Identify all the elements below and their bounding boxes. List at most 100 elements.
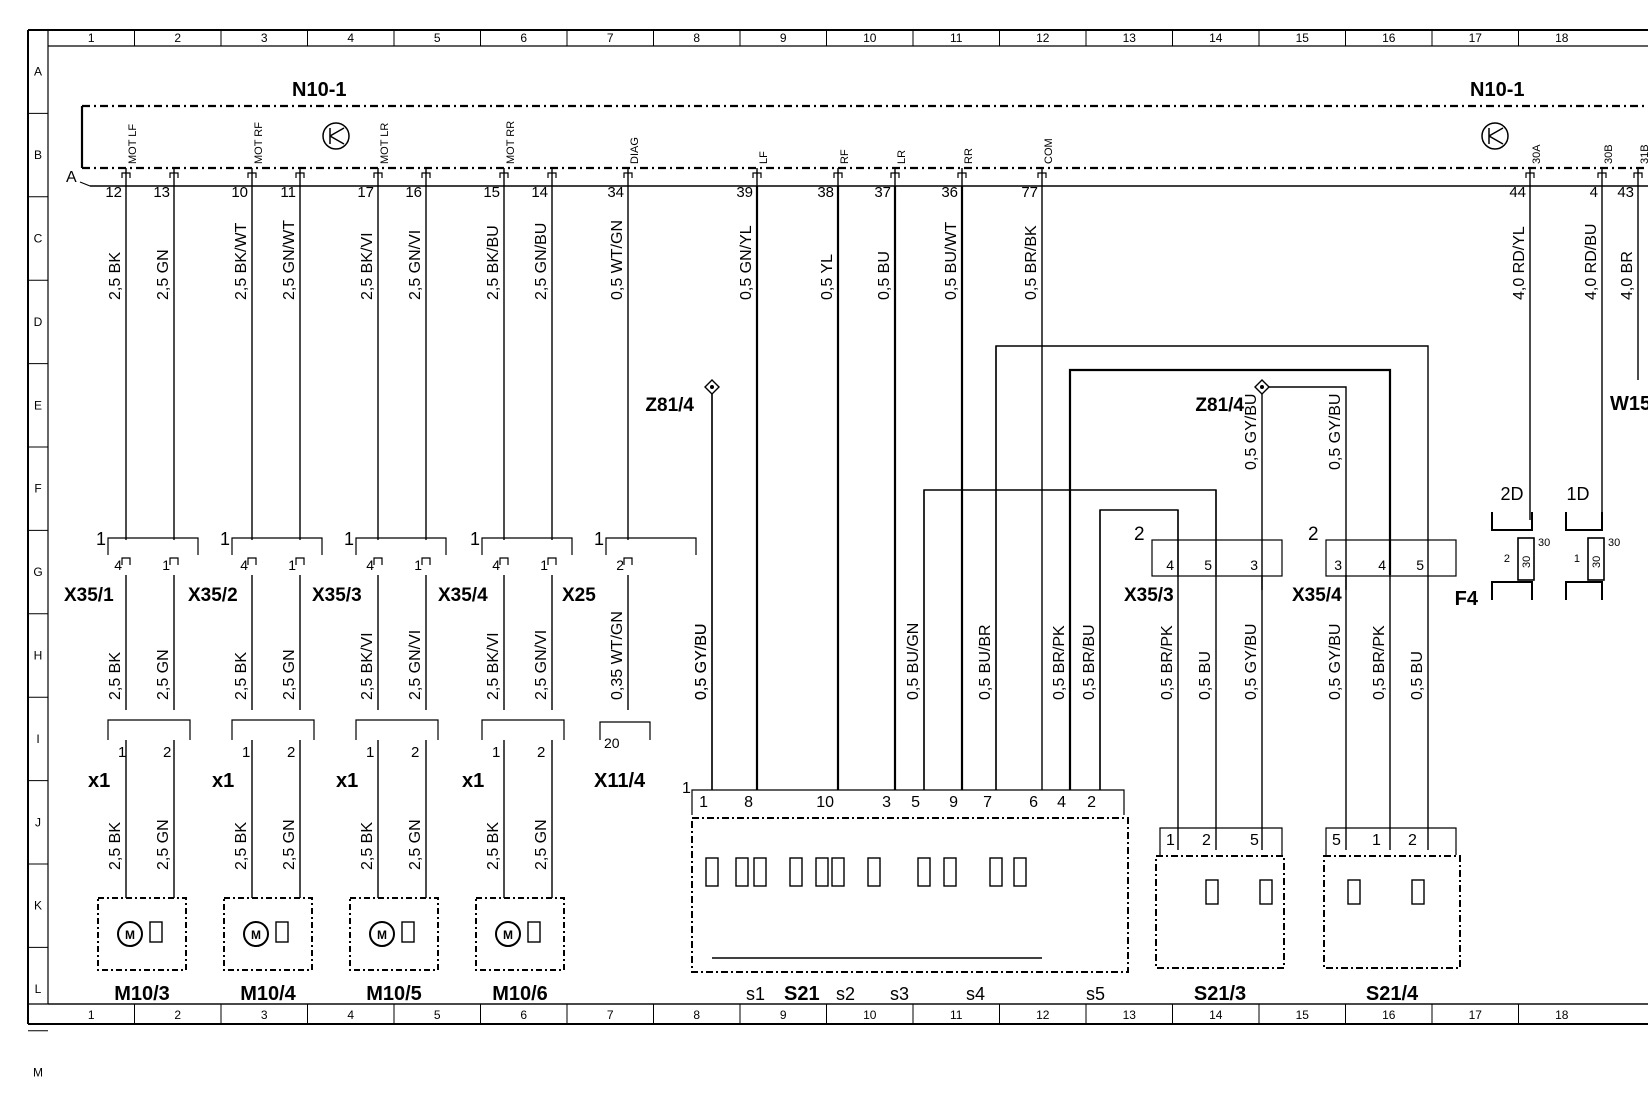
column-label: 9 bbox=[780, 1008, 787, 1022]
connector-pin-number: 5 bbox=[1250, 832, 1259, 849]
resistor-icon bbox=[917, 857, 931, 887]
wire-label: 4,0 RD/BU bbox=[1583, 224, 1600, 300]
connector-label: X35/3 bbox=[1124, 585, 1174, 606]
resistor-icon bbox=[789, 857, 803, 887]
connector-pin-number: 4 bbox=[492, 557, 500, 573]
pin-terminal bbox=[547, 172, 557, 178]
column-label: 16 bbox=[1382, 1008, 1396, 1022]
wire-label: 0,5 GY/BU bbox=[1327, 394, 1344, 470]
connector-pin-number: 1 bbox=[162, 557, 170, 573]
connector-pin-number: 1 bbox=[682, 780, 691, 797]
column-label: 11 bbox=[950, 31, 963, 45]
sensor-icon bbox=[527, 921, 541, 943]
wire-label: 2,5 GN/WT bbox=[281, 220, 298, 300]
motor-symbol: M bbox=[377, 928, 387, 942]
connector-pin-number: 2 bbox=[1308, 524, 1319, 545]
wire-label: 0,5 GY/BU bbox=[1243, 394, 1260, 470]
module-n10-1 bbox=[80, 104, 1648, 170]
module-pin-number: 44 bbox=[1509, 184, 1526, 201]
module-pin-function: LR bbox=[896, 150, 908, 164]
connector-pin-number: 1 bbox=[220, 529, 230, 549]
pin-terminal bbox=[295, 172, 305, 178]
connector-housing bbox=[481, 719, 565, 740]
pin-terminal bbox=[121, 172, 131, 178]
wire-label: 2,5 GN/VI bbox=[407, 230, 424, 300]
wire-label: 2,5 BK/VI bbox=[485, 632, 502, 700]
module-pin-function: 31B bbox=[1639, 144, 1648, 164]
connector-pin-number: 1 bbox=[242, 744, 250, 761]
pin-terminal bbox=[169, 557, 179, 565]
connector-label: X11/4 bbox=[594, 770, 646, 792]
resistor-icon bbox=[1347, 879, 1361, 905]
motor-housing bbox=[475, 897, 565, 971]
transistor-icon bbox=[1481, 122, 1509, 150]
resistor-icon bbox=[1259, 879, 1273, 905]
sensor-icon bbox=[275, 921, 289, 943]
row-label: L bbox=[35, 982, 42, 996]
wire-label: 0,5 BR/BU bbox=[1081, 624, 1098, 700]
connector-pin-number: 20 bbox=[604, 735, 620, 751]
resistor-icon bbox=[753, 857, 767, 887]
connector-pin-number: 1 bbox=[492, 744, 500, 761]
wire-label: 2,5 GN/VI bbox=[407, 630, 424, 700]
pin-terminal bbox=[373, 557, 383, 565]
connector-label: X35/4 bbox=[1292, 585, 1342, 606]
connector-label: X35/2 bbox=[188, 585, 238, 606]
motor-label: M10/3 bbox=[114, 983, 170, 1005]
pin-terminal bbox=[1037, 172, 1047, 178]
connector-label: X35/1 bbox=[64, 585, 114, 606]
module-pin-number: 17 bbox=[357, 184, 374, 201]
row-label: E bbox=[34, 398, 42, 412]
wire-label: 2,5 GN bbox=[407, 819, 424, 870]
switch-label: s4 bbox=[966, 984, 985, 1004]
wire-path bbox=[1099, 509, 1179, 790]
pin-terminal bbox=[1525, 172, 1535, 178]
wire-label: 2,5 BK bbox=[485, 822, 502, 870]
column-label: 7 bbox=[607, 1008, 614, 1022]
wire-label: 2,5 GN/VI bbox=[533, 630, 550, 700]
connector-housing bbox=[599, 721, 651, 740]
wire-label: 2,5 BK bbox=[107, 652, 124, 700]
connector-pin-number: 2 bbox=[163, 744, 171, 761]
connector-pin-number: 4 bbox=[366, 557, 374, 573]
switch-block-label: S21/4 bbox=[1366, 983, 1419, 1005]
wire-label: 0,5 BR/PK bbox=[1051, 625, 1068, 700]
row-label: I bbox=[36, 732, 39, 746]
fuse-holder bbox=[1491, 512, 1603, 600]
connector-housing bbox=[355, 719, 439, 740]
connector-pin-number: 1 bbox=[118, 744, 126, 761]
connector-housing bbox=[355, 537, 447, 555]
wire-label: 0,5 GY/BU bbox=[1243, 624, 1260, 700]
motor-icon bbox=[117, 921, 143, 947]
connector-pin-number: 2 bbox=[616, 557, 624, 573]
connector-pin-number: 5 bbox=[1416, 557, 1424, 573]
row-label: B bbox=[34, 148, 42, 162]
pin-terminal bbox=[247, 172, 257, 178]
column-labels: 1122334455667788991010111112121313141415… bbox=[88, 30, 1569, 1024]
column-label: 3 bbox=[261, 1008, 268, 1022]
resistor-icon bbox=[735, 857, 749, 887]
ground-label: Z81/4 bbox=[1195, 395, 1244, 416]
wire-label: 0,5 BR/BK bbox=[1023, 225, 1040, 300]
column-label: 15 bbox=[1296, 1008, 1310, 1022]
wire-label: 2,5 GN bbox=[281, 819, 298, 870]
ground-icon bbox=[710, 385, 714, 389]
row-label: J bbox=[35, 815, 41, 829]
pin-terminal bbox=[421, 172, 431, 178]
resistor-icon bbox=[989, 857, 1003, 887]
sensor-icon bbox=[401, 921, 415, 943]
pin-terminal bbox=[247, 557, 257, 565]
motor-housing bbox=[223, 897, 313, 971]
column-label: 12 bbox=[1036, 31, 1050, 45]
switch-block-s21 bbox=[691, 817, 1129, 973]
connector-pin-number: 2 bbox=[411, 744, 419, 761]
ground-wire bbox=[1262, 386, 1347, 590]
ground-label: W15 bbox=[1610, 393, 1648, 415]
motor-symbol: M bbox=[251, 928, 261, 942]
connector-pin-number: 5 bbox=[911, 794, 920, 811]
wire-label: 2,5 GN bbox=[155, 249, 172, 300]
pin-terminal bbox=[121, 557, 131, 565]
wire-label: 2,5 BK/WT bbox=[233, 222, 250, 300]
module-pin-function: RR bbox=[963, 148, 975, 164]
connector-pin-number: 2 bbox=[1202, 832, 1211, 849]
